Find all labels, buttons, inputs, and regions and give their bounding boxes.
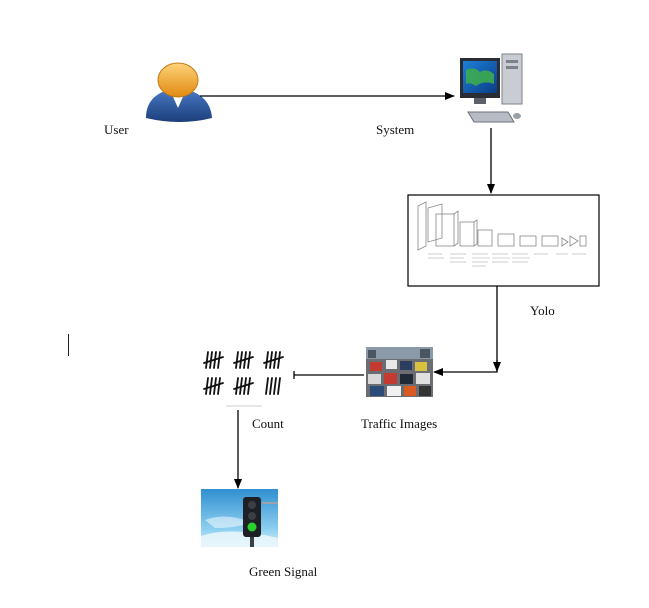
traffic-light-photo	[201, 489, 278, 547]
label-yolo: Yolo	[530, 303, 555, 318]
traffic-jam-photo	[366, 347, 433, 397]
desktop-computer-icon	[460, 53, 523, 123]
user-avatar-icon	[146, 62, 212, 122]
label-count: Count	[252, 416, 284, 431]
yolo-network-diagram	[407, 194, 600, 287]
label-user: User	[104, 122, 129, 137]
label-traffic-images: Traffic Images	[361, 416, 438, 431]
label-green-signal: Green Signal	[249, 564, 318, 579]
label-system: System	[376, 122, 415, 137]
tally-marks-icon	[203, 351, 284, 395]
text-cursor	[68, 334, 69, 356]
arrow-yolo-to-traffic	[433, 286, 498, 376]
